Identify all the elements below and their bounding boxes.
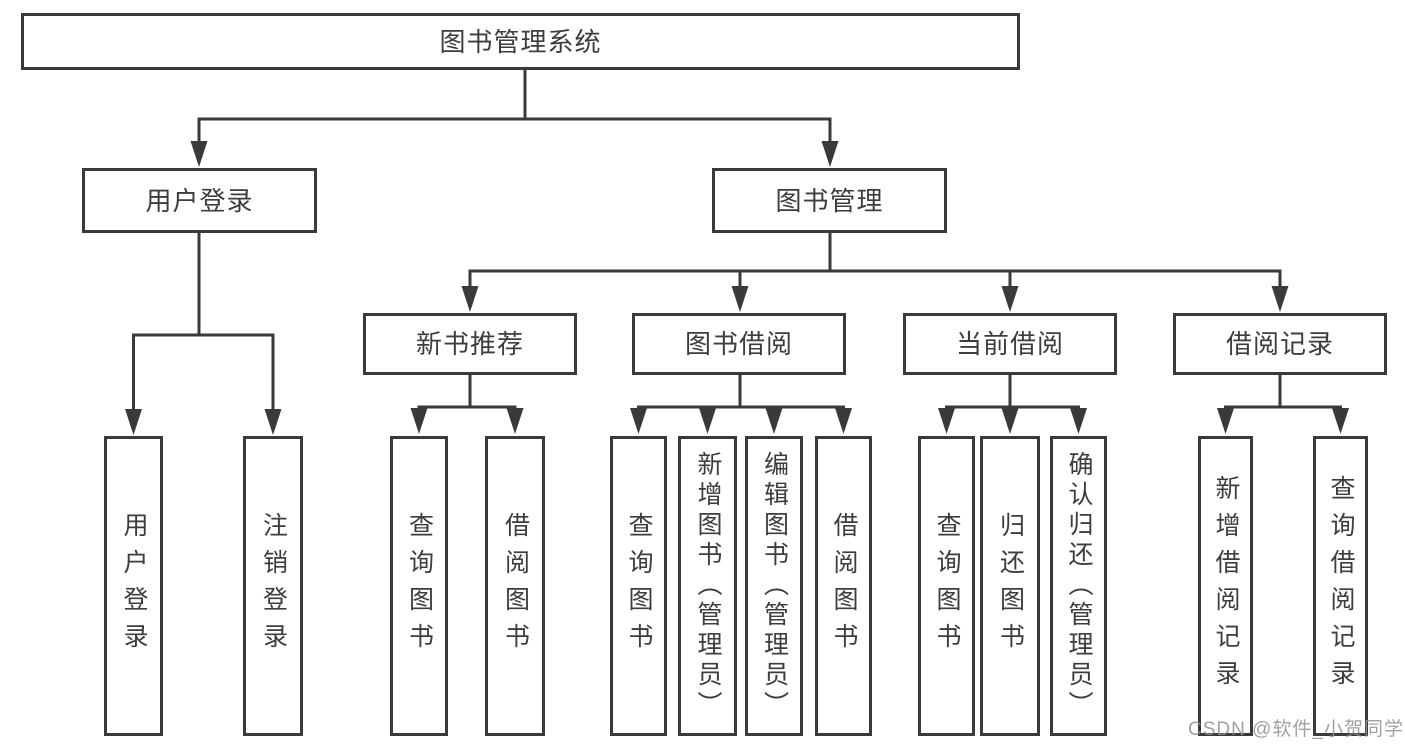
node-root-system: 图书管理系统: [21, 13, 1020, 70]
leaf-query-books-current: 查询图书: [918, 436, 975, 736]
node-user-login-label: 用户登录: [145, 185, 254, 216]
csdn-watermark: CSDN @软件_小贺同学: [1188, 719, 1404, 740]
leaf-query-books-recommend-label: 查询图书: [405, 512, 434, 660]
leaf-query-books-borrow: 查询图书: [610, 436, 667, 736]
node-book-management: 图书管理: [712, 168, 947, 233]
leaf-confirm-return-admin-label: 确认归还（管理员）: [1065, 451, 1093, 721]
leaf-logout-label: 注销登录: [259, 512, 288, 660]
leaf-borrow-books-recommend: 借阅图书: [485, 436, 545, 736]
node-borrow-records: 借阅记录: [1173, 313, 1387, 375]
node-user-login: 用户登录: [82, 168, 317, 233]
leaf-borrow-books-recommend-label: 借阅图书: [501, 512, 530, 660]
leaf-query-books-borrow-label: 查询图书: [625, 512, 653, 660]
leaf-edit-book-admin: 编辑图书（管理员）: [745, 436, 803, 736]
node-book-management-label: 图书管理: [775, 185, 884, 216]
node-new-book-recommend-label: 新书推荐: [415, 329, 524, 359]
leaf-add-book-admin: 新增图书（管理员）: [678, 436, 737, 736]
leaf-query-borrow-record-label: 查询借阅记录: [1327, 475, 1355, 697]
leaf-query-books-current-label: 查询图书: [933, 512, 961, 660]
leaf-user-login-label: 用户登录: [120, 512, 148, 660]
leaf-user-login: 用户登录: [104, 436, 163, 736]
node-book-borrow-label: 图书借阅: [684, 329, 793, 359]
leaf-borrow-books: 借阅图书: [815, 436, 872, 736]
node-new-book-recommend: 新书推荐: [363, 313, 577, 375]
leaf-return-book-label: 归还图书: [996, 512, 1025, 660]
leaf-add-borrow-record: 新增借阅记录: [1198, 436, 1253, 736]
leaf-edit-book-admin-label: 编辑图书（管理员）: [760, 451, 789, 721]
leaf-add-book-admin-label: 新增图书（管理员）: [694, 451, 722, 721]
node-current-borrow: 当前借阅: [903, 313, 1117, 375]
leaf-query-books-recommend: 查询图书: [390, 436, 448, 736]
node-current-borrow-label: 当前借阅: [955, 329, 1064, 359]
node-book-borrow: 图书借阅: [632, 313, 846, 375]
node-borrow-records-label: 借阅记录: [1225, 329, 1334, 359]
leaf-borrow-books-label: 借阅图书: [830, 512, 858, 660]
leaf-return-book: 归还图书: [980, 436, 1040, 736]
leaf-add-borrow-record-label: 新增借阅记录: [1212, 475, 1240, 697]
leaf-confirm-return-admin: 确认归还（管理员）: [1050, 436, 1107, 736]
leaf-query-borrow-record: 查询借阅记录: [1313, 436, 1368, 736]
leaf-logout: 注销登录: [243, 436, 303, 736]
node-root-system-label: 图书管理系统: [439, 26, 602, 57]
